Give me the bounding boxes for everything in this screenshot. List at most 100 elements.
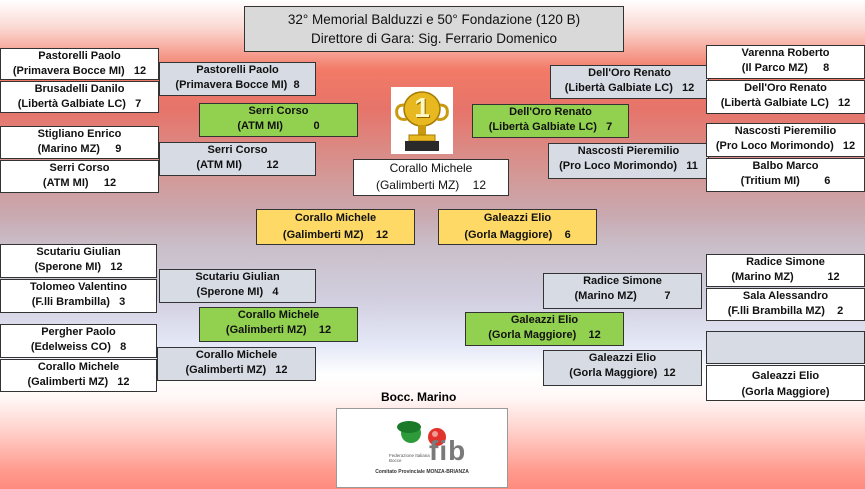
player-club: (Il Parco MZ) bbox=[741, 62, 808, 74]
player-name: Galeazzi Elio bbox=[588, 352, 657, 364]
player-club: (Pro Loco Morimondo) bbox=[715, 140, 834, 152]
player-score: 12 bbox=[375, 229, 389, 241]
race-director: Direttore di Gara: Sig. Ferrario Domenic… bbox=[310, 31, 558, 46]
player-name: Balbo Marco bbox=[752, 160, 819, 172]
venue-label: Bocc. Marino bbox=[381, 390, 457, 404]
player-club: (ATM MI) bbox=[237, 120, 283, 132]
player-score: 12 bbox=[103, 177, 117, 189]
match-box-left-r1-7: Pergher Paolo (Edelweiss CO) 8 bbox=[0, 324, 157, 358]
player-score: 12 bbox=[110, 261, 123, 273]
player-name: Radice Simone bbox=[583, 275, 662, 287]
trophy-label: 1 bbox=[414, 92, 430, 123]
match-box-left-r3-2: Corallo Michele (Galimberti MZ) 12 bbox=[199, 307, 358, 342]
player-name: Galeazzi Elio bbox=[751, 370, 820, 382]
player-score: 7 bbox=[606, 121, 613, 133]
match-box-left-r1-8: Corallo Michele (Galimberti MZ) 12 bbox=[0, 359, 157, 392]
player-name: Corallo Michele bbox=[294, 212, 377, 224]
player-name: Pergher Paolo bbox=[41, 326, 116, 338]
player-name: Varenna Roberto bbox=[741, 47, 830, 59]
player-club: (Pro Loco Morimondo) bbox=[559, 160, 678, 172]
player-score: 12 bbox=[266, 159, 279, 171]
player-name: Dell'Oro Renato bbox=[588, 67, 671, 79]
tournament-title: 32° Memorial Balduzzi e 50° Fondazione (… bbox=[287, 12, 581, 27]
player-name: Dell'Oro Renato bbox=[509, 106, 592, 118]
player-club: (Marino MZ) bbox=[731, 271, 794, 283]
player-score: 8 bbox=[823, 62, 830, 74]
player-score: 7 bbox=[135, 98, 142, 110]
player-club: (Tritium MI) bbox=[740, 175, 800, 187]
player-score: 0 bbox=[313, 120, 320, 132]
match-box-right-r1-6: Sala Alessandro (F.lli Brambilla MZ) 2 bbox=[706, 288, 865, 321]
player-name: Stigliano Enrico bbox=[37, 128, 122, 140]
player-name: Pastorelli Paolo bbox=[196, 64, 279, 76]
match-box-left-r2-4: Corallo Michele (Galimberti MZ) 12 bbox=[157, 347, 316, 381]
player-club: (Gorla Maggiore) bbox=[569, 367, 658, 379]
player-score: 8 bbox=[293, 79, 300, 91]
player-name: Serri Corso bbox=[207, 144, 268, 156]
federation-logo: fib Federazione Italiana Bocce Comitato … bbox=[336, 408, 508, 488]
match-box-left-r2-3: Scutariu Giulian (Sperone MI) 4 bbox=[159, 269, 316, 303]
player-score: 12 bbox=[275, 364, 288, 376]
player-name: Nascosti Pieremilio bbox=[734, 125, 837, 137]
final-player-club: (Galimberti MZ) bbox=[375, 178, 460, 192]
player-club: (Gorla Maggiore) bbox=[464, 229, 553, 241]
match-box-left-r2-1: Pastorelli Paolo (Primavera Bocce MI) 8 bbox=[159, 62, 316, 96]
match-box-left-r2-2: Serri Corso (ATM MI) 12 bbox=[159, 142, 316, 176]
player-club: (F.lli Brambilla) bbox=[31, 296, 110, 308]
match-box-right-r1-2: Dell'Oro Renato (Libertà Galbiate LC) 12 bbox=[706, 80, 865, 114]
player-club: (F.lli Brambilla MZ) bbox=[727, 305, 825, 317]
player-score: 4 bbox=[272, 286, 279, 298]
match-box-left-r1-4: Serri Corso (ATM MI) 12 bbox=[0, 160, 159, 193]
logo-text-line1: Federazione bbox=[389, 453, 415, 458]
player-name: Corallo Michele bbox=[237, 309, 320, 321]
match-box-right-r3-1: Dell'Oro Renato (Libertà Galbiate LC) 7 bbox=[472, 104, 629, 138]
match-box-left-r1-3: Stigliano Enrico (Marino MZ) 9 bbox=[0, 126, 159, 159]
logo-text-line4: MONZA-BRIANZA bbox=[426, 469, 469, 475]
player-score: 12 bbox=[588, 329, 601, 341]
player-name: Galeazzi Elio bbox=[483, 212, 552, 224]
player-club: (Marino MZ) bbox=[37, 143, 100, 155]
player-name: Pastorelli Paolo bbox=[38, 50, 121, 62]
player-name: Dell'Oro Renato bbox=[744, 82, 827, 94]
player-club: (Libertà Galbiate LC) bbox=[17, 98, 126, 110]
player-score: 11 bbox=[686, 160, 698, 172]
player-club: (ATM MI) bbox=[42, 177, 89, 189]
match-box-right-r1-7 bbox=[706, 331, 865, 364]
match-box-right-r2-2: Nascosti Pieremilio (Pro Loco Morimondo)… bbox=[548, 143, 709, 179]
match-box-left-r1-1: Pastorelli Paolo (Primavera Bocce MI) 12 bbox=[0, 48, 159, 80]
player-club: (Galimberti MZ) bbox=[282, 229, 364, 241]
player-name: Scutariu Giulian bbox=[195, 271, 280, 283]
match-box-right-r1-4: Balbo Marco (Tritium MI) 6 bbox=[706, 158, 865, 192]
player-club: (Gorla Maggiore) bbox=[741, 386, 830, 398]
player-score: 6 bbox=[824, 175, 831, 187]
player-name: Corallo Michele bbox=[37, 361, 120, 373]
match-box-right-r1-3: Nascosti Pieremilio (Pro Loco Morimondo)… bbox=[706, 123, 865, 157]
player-club: (Libertà Galbiate LC) bbox=[488, 121, 597, 133]
player-club: (Gorla Maggiore) bbox=[488, 329, 577, 341]
player-score: 3 bbox=[119, 296, 126, 308]
player-club: (Primavera Bocce MI) bbox=[175, 79, 288, 91]
logo-text-line3: Comitato Provinciale bbox=[375, 469, 425, 475]
player-name: Corallo Michele bbox=[195, 349, 278, 361]
match-box-right-r2-3: Radice Simone (Marino MZ) 7 bbox=[543, 273, 702, 309]
match-box-right-semi: Galeazzi Elio (Gorla Maggiore) 6 bbox=[438, 209, 597, 245]
match-box-left-r1-6: Tolomeo Valentino (F.lli Brambilla) 3 bbox=[0, 279, 157, 313]
match-box-right-r1-1: Varenna Roberto (Il Parco MZ) 8 bbox=[706, 45, 865, 79]
player-name: Galeazzi Elio bbox=[510, 314, 579, 326]
player-score: 12 bbox=[663, 367, 676, 379]
player-club: (Sperone MI) bbox=[196, 286, 264, 298]
player-score: 12 bbox=[133, 65, 147, 77]
player-score: 9 bbox=[115, 143, 122, 155]
player-club: (Galimberti MZ) bbox=[185, 364, 267, 376]
match-box-left-r1-2: Brusadelli Danilo (Libertà Galbiate LC) … bbox=[0, 81, 159, 113]
player-score: 12 bbox=[682, 82, 695, 94]
player-score: 12 bbox=[318, 324, 332, 336]
player-name: Brusadelli Danilo bbox=[34, 83, 125, 95]
player-club: (Sperone MI) bbox=[34, 261, 102, 273]
player-score: 12 bbox=[827, 271, 840, 283]
final-box: Corallo Michele (Galimberti MZ) 12 bbox=[353, 159, 509, 196]
player-club: (Libertà Galbiate LC) bbox=[564, 82, 673, 94]
match-box-right-r1-5: Radice Simone (Marino MZ) 12 bbox=[706, 254, 865, 287]
player-score: 7 bbox=[664, 290, 671, 302]
player-name: Radice Simone bbox=[746, 256, 825, 268]
